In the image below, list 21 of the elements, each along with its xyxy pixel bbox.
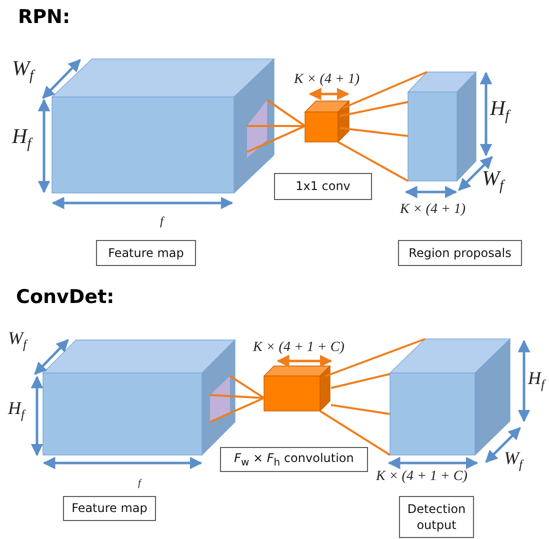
dimension-label: W$_{f}$ xyxy=(12,56,34,86)
dimension-label: K × (4 + 1) xyxy=(400,202,466,218)
dimension-label: W$_{f}$ xyxy=(8,328,26,353)
dimension-label: f xyxy=(160,214,164,229)
dimension-label: K × (4 + 1 + C) xyxy=(376,469,468,485)
conv-label-box: 1x1 conv xyxy=(274,173,372,200)
caption-box: Feature map xyxy=(96,240,196,266)
dimension-label: K × (4 + 1) xyxy=(294,72,360,88)
dimension-label: K × (4 + 1 + C) xyxy=(253,340,344,356)
dimension-label: W$_{f}$ xyxy=(504,448,522,473)
caption-box: Region proposals xyxy=(398,240,522,266)
dimension-label: H$_{f}$ xyxy=(12,124,32,154)
caption-box: Detection output xyxy=(399,496,474,538)
panel-title: ConvDet: xyxy=(16,286,114,308)
dimension-label: H$_{f}$ xyxy=(490,96,510,126)
caption-box: Feature map xyxy=(63,496,156,521)
dimension-label: H$_{f}$ xyxy=(528,368,544,393)
dimension-label: W$_{f}$ xyxy=(482,166,504,196)
dimension-label: H$_{f}$ xyxy=(8,398,24,423)
conv-label-box: F$_{w}$ × F$_{h}$ convolution xyxy=(220,447,368,472)
panel-title: RPN: xyxy=(18,6,70,28)
